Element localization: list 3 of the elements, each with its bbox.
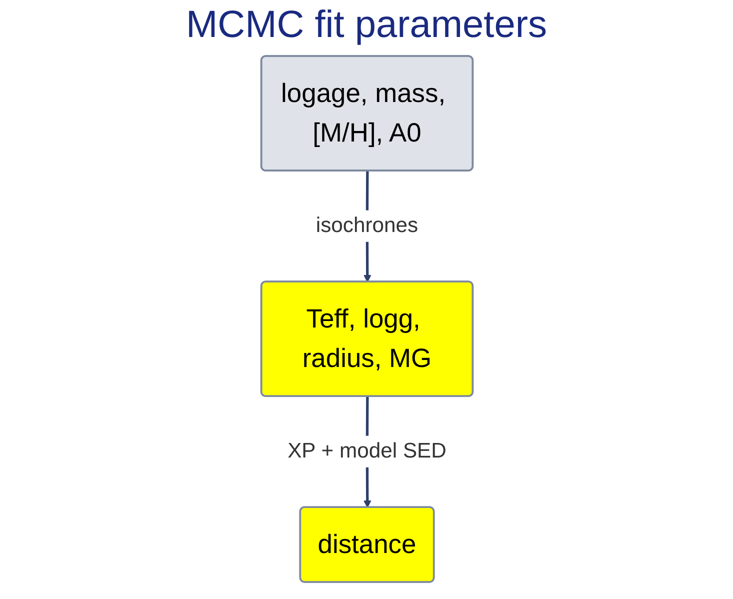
diagram-title: MCMC fit parameters: [184, 4, 548, 47]
edge-label: XP + model SED: [287, 439, 446, 464]
edge-label: isochrones: [315, 214, 418, 238]
